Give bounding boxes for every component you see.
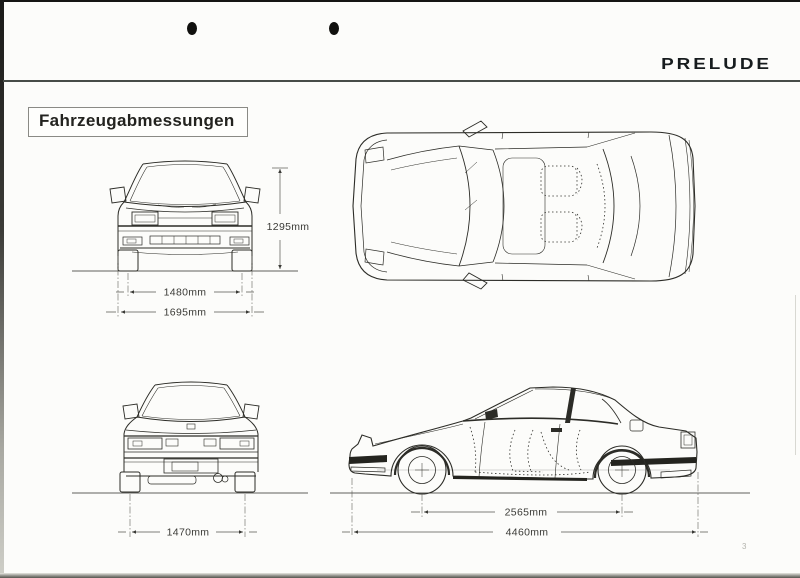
- page-title: Fahrzeugabmessungen: [28, 107, 248, 137]
- front-view-drawing: 1295mm 1480mm 1695mm: [72, 160, 310, 319]
- dimension-label-height: 1295mm: [267, 221, 310, 233]
- dimension-label-wheelbase: 2565mm: [505, 507, 548, 519]
- dimension-label-overall-width: 1695mm: [164, 307, 207, 319]
- scan-right-edge: [795, 295, 796, 455]
- dimension-label-rear-track: 1470mm: [167, 527, 210, 539]
- top-view-drawing: [352, 120, 696, 290]
- scan-bottom-edge: [0, 573, 800, 578]
- side-view-drawing: 2565mm 4460mm: [330, 386, 750, 539]
- punch-hole-dot-right: [329, 22, 339, 35]
- side-car-outline: [348, 386, 698, 495]
- dimension-label-overall-length: 4460mm: [506, 527, 549, 539]
- front-car-outline: [109, 160, 261, 272]
- punch-hole-dot-left: [187, 22, 197, 35]
- dimension-label-front-track: 1480mm: [164, 287, 207, 299]
- scan-top-edge: [0, 0, 800, 2]
- prelude-logo: PRELUDE: [661, 56, 772, 73]
- rear-dimension-lines: [118, 494, 257, 537]
- header-rule: [3, 80, 800, 82]
- rear-view-drawing: 1470mm: [72, 381, 308, 539]
- rear-car-outline: [119, 381, 260, 493]
- side-dimension-lines: [342, 472, 708, 537]
- front-dimension-lines: [106, 167, 288, 317]
- top-car-outline: [352, 120, 696, 290]
- page-number: 3: [742, 542, 747, 551]
- scan-left-edge: [0, 0, 4, 578]
